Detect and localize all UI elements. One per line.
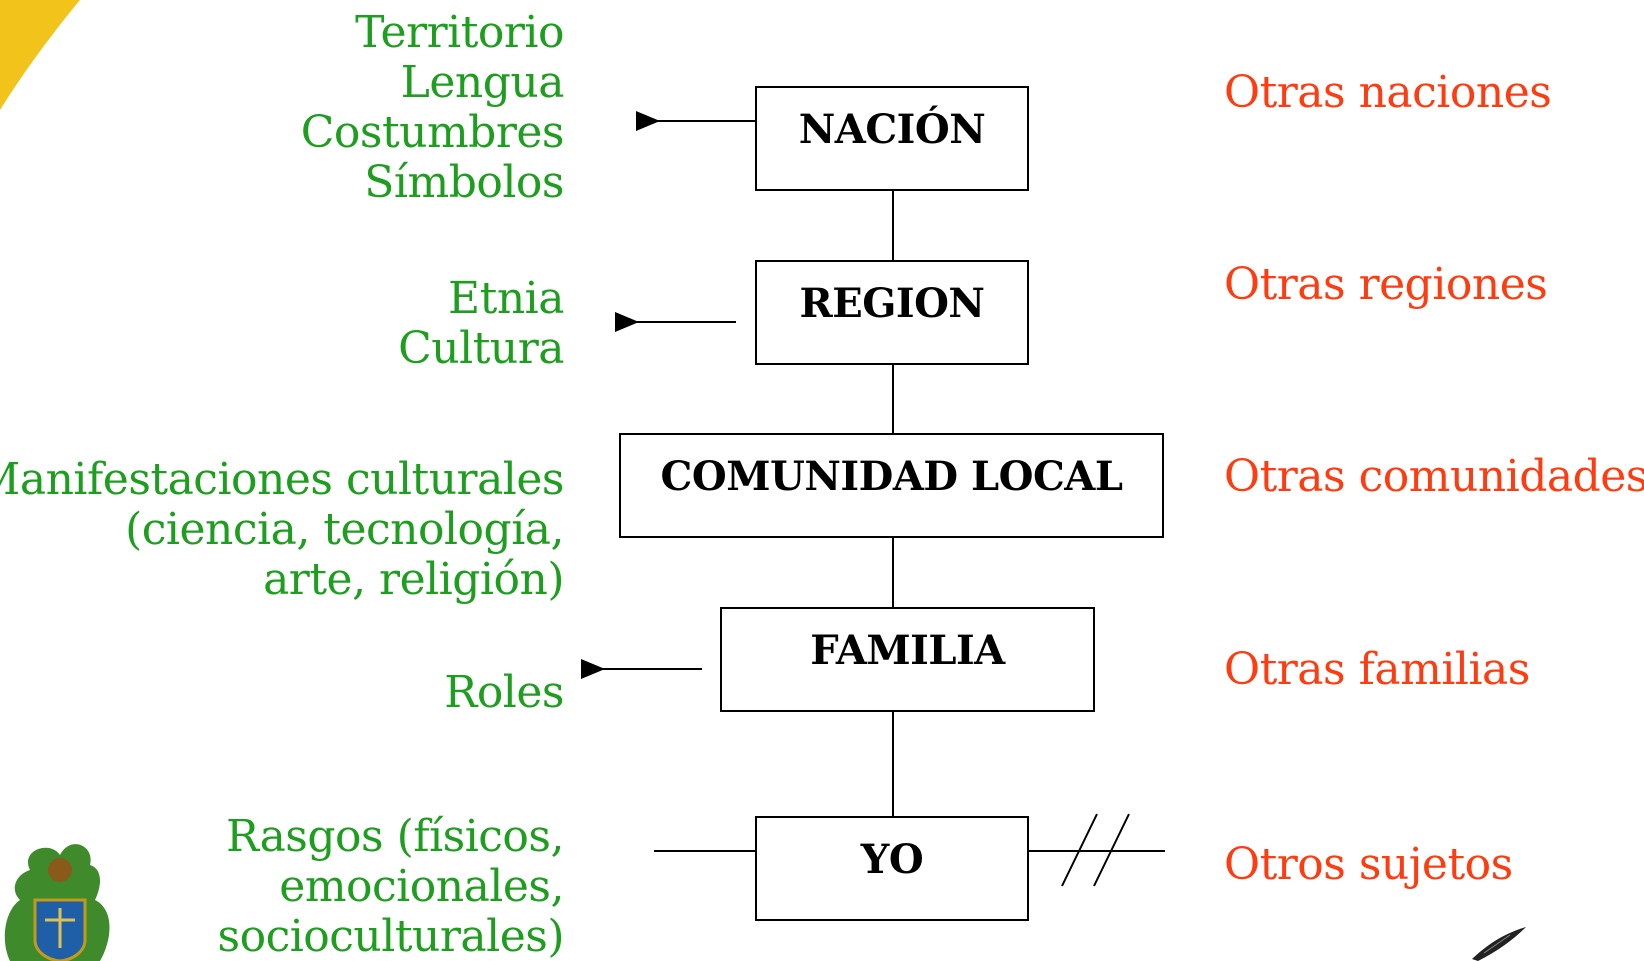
label-arte-religion: arte, religión) (263, 554, 564, 605)
label-ciencia-tecnologia: (ciencia, tecnología, (125, 504, 564, 555)
yo-break-slash-1 (1061, 813, 1098, 887)
label-simbolos: Símbolos (364, 157, 564, 208)
label-territorio: Territorio (355, 7, 564, 58)
node-familia: FAMILIA (720, 607, 1095, 712)
label-lengua: Lengua (400, 57, 565, 108)
node-yo: YO (755, 816, 1029, 921)
label-rasgos: Rasgos (físicos, (225, 811, 565, 862)
label-cultura: Cultura (398, 323, 564, 374)
node-nacion-label: NACIÓN (798, 106, 986, 153)
right-label-nacion: Otras naciones (1224, 67, 1552, 118)
label-manifestaciones: Manifestaciones culturales (0, 454, 564, 505)
swoosh-decoration-icon (0, 0, 80, 110)
quill-icon (1472, 927, 1526, 961)
node-comunidad-label: COMUNIDAD LOCAL (660, 453, 1123, 500)
right-label-comunidad: Otras comunidades (1224, 451, 1644, 502)
node-nacion: NACIÓN (755, 86, 1029, 191)
label-socioculturales: socioculturales) (217, 911, 565, 961)
node-familia-label: FAMILIA (810, 627, 1005, 674)
label-emocionales: emocionales, (279, 861, 564, 912)
node-comunidad-local: COMUNIDAD LOCAL (619, 433, 1164, 538)
label-costumbres: Costumbres (300, 107, 565, 158)
node-region-label: REGION (799, 280, 985, 327)
right-label-region: Otras regiones (1224, 259, 1548, 310)
label-roles: Roles (444, 667, 564, 718)
coat-of-arms-icon (4, 844, 110, 961)
yo-break-slash-2 (1093, 813, 1130, 887)
left-labels-comunidad: Manifestaciones culturales (ciencia, tec… (0, 455, 564, 605)
label-etnia: Etnia (448, 273, 564, 324)
left-labels-region: Etnia Cultura (398, 274, 564, 374)
left-labels-nacion: Territorio Lengua Costumbres Símbolos (300, 7, 565, 208)
right-label-familia: Otras familias (1224, 644, 1530, 695)
node-yo-label: YO (860, 836, 924, 883)
left-labels-yo: Rasgos (físicos, emocionales, sociocultu… (217, 811, 565, 961)
node-region: REGION (755, 260, 1029, 365)
left-labels-familia: Roles (444, 668, 564, 718)
right-label-yo: Otros sujetos (1224, 839, 1513, 890)
